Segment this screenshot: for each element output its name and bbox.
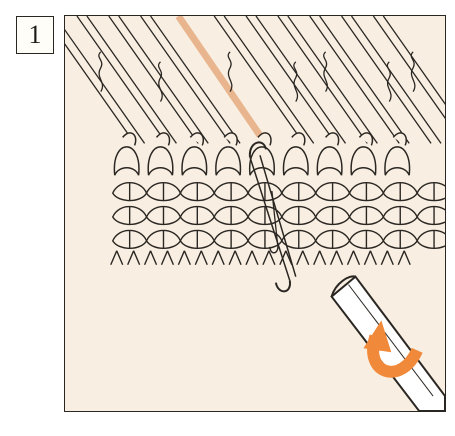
fabric-fringe: [128, 251, 140, 265]
stitch-loop: [284, 147, 309, 175]
yarn-strand: [214, 16, 313, 143]
strand-end: [99, 52, 103, 92]
loop-twist: [292, 133, 305, 146]
loop-twist: [224, 133, 237, 146]
fabric-fringe: [314, 251, 326, 265]
fabric-fringe: [161, 251, 173, 265]
yarn-strand: [373, 16, 445, 143]
yarn-strand: [310, 16, 409, 143]
illustration-panel: [64, 15, 446, 412]
loop-twist: [258, 133, 271, 146]
knit-stitch: [417, 207, 445, 225]
hook-tip: [276, 281, 290, 292]
fabric-fringe: [348, 251, 360, 265]
stitch-loop: [317, 147, 342, 175]
strand-end: [294, 62, 298, 102]
fabric-fringe: [364, 251, 376, 265]
knit-fabric: [111, 183, 445, 265]
yarn-strand: [246, 16, 345, 143]
top-loops: [114, 133, 409, 175]
stitch-loop: [351, 147, 376, 175]
fabric-fringe: [178, 251, 190, 265]
strand-end: [159, 62, 163, 102]
loop-twist: [326, 133, 339, 146]
latch-hook: [250, 142, 445, 411]
fabric-fringe: [145, 251, 157, 265]
stitch-loop: [148, 147, 173, 175]
stitch-loop: [385, 147, 410, 175]
loop-twist: [190, 133, 203, 146]
stitch-loop: [182, 147, 207, 175]
fabric-fringe: [229, 251, 241, 265]
hook-handle-shine: [349, 285, 434, 396]
fabric-fringe: [381, 251, 393, 265]
step-number-badge: 1: [16, 16, 54, 54]
fabric-fringe: [331, 251, 343, 265]
loop-twist: [393, 133, 406, 146]
step-number: 1: [29, 22, 42, 48]
stitch-loop: [114, 147, 139, 175]
fabric-fringe: [297, 251, 309, 265]
yarn-strand: [342, 16, 441, 143]
knit-stitch: [417, 230, 445, 248]
fabric-fringe: [195, 251, 207, 265]
fabric-fringe: [398, 251, 410, 265]
loop-twist: [123, 133, 136, 146]
strand-end: [387, 62, 391, 102]
yarn-strand: [77, 16, 176, 143]
stitch-loop: [216, 147, 241, 175]
fabric-fringe: [212, 251, 224, 265]
yarn-strand: [278, 16, 377, 143]
loop-twist: [359, 133, 372, 146]
knitting-illustration: [65, 16, 445, 411]
fabric-fringe: [111, 251, 123, 265]
loop-twist: [157, 133, 170, 146]
fabric-fringe: [246, 251, 258, 265]
knit-stitch: [417, 183, 445, 201]
